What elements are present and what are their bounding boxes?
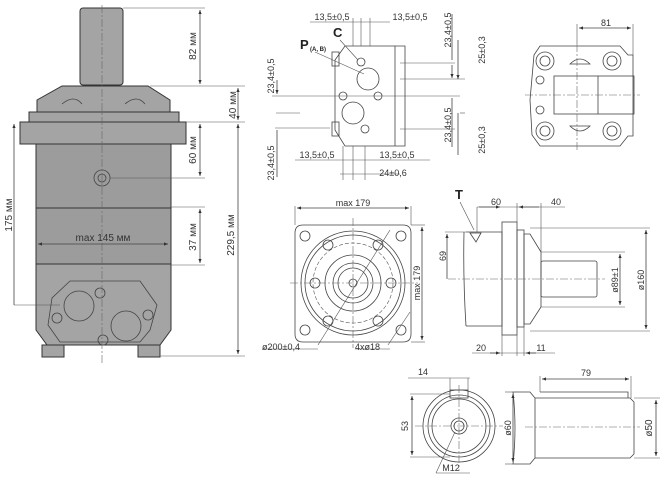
dim-collar-diameter: ø60 (503, 420, 513, 436)
dim-shaft-diameter: ø50 (644, 419, 655, 437)
shaft-side-view: 79 ø60 ø50 (503, 368, 660, 465)
dim-left-lower: 23,4±0,5 (266, 146, 276, 181)
dim-body-section: 37 мм (188, 223, 199, 251)
dim-top-right-offset: 13,5±0,5 (393, 12, 428, 22)
mounting-flange-cone (36, 85, 171, 113)
output-shaft (79, 7, 124, 86)
dim-flange-diameter: ø160 (636, 270, 646, 291)
dim-height-69: 69 (438, 251, 448, 261)
motor-body-lower (35, 207, 172, 265)
dim-top-left-offset: 13,5±0,5 (315, 12, 350, 22)
dim-height-53: 53 (400, 421, 410, 431)
dim-thread: M12 (442, 463, 460, 473)
dim-flange-height: 40 мм (228, 91, 239, 119)
dim-distance-11: 11 (536, 343, 545, 353)
port-b (110, 310, 142, 342)
motor-body (35, 143, 172, 209)
dim-right-lower: 23,4±0,5 (443, 108, 453, 143)
dim-bolt-circle: ø200±0,4 (262, 342, 300, 352)
dim-total-height: 229,5 мм (226, 214, 237, 256)
dim-flange-max-width: max 179 (336, 198, 371, 208)
label-p-sub: (A, B) (310, 47, 326, 53)
dim-far-right-upper: 25±0,3 (477, 36, 487, 63)
dim-shaft-length-79: 79 (581, 368, 591, 378)
dim-bottom-left-offset: 13,5±0,5 (300, 150, 335, 160)
port-view: P (A, B) C 13,5±0,5 13,5±0,5 13,5±0,5 13… (266, 12, 487, 180)
dim-shaft-length: 82 мм (188, 32, 199, 60)
dim-distance-20: 20 (476, 343, 486, 353)
mounting-flange (19, 121, 187, 145)
dim-port-height: 175 мм (4, 198, 15, 231)
profile-view: T 60 40 69 ø89±1 ø160 20 11 (438, 187, 650, 356)
dim-max-width: max 145 мм (76, 233, 131, 244)
dim-left-upper: 23,4±0,5 (266, 59, 276, 94)
dim-distance-60: 60 (491, 197, 501, 207)
dim-far-right-lower: 25±0,3 (477, 126, 487, 153)
dim-flange-max-height: max 179 (412, 266, 422, 301)
shaft-end-view: 14 53 M12 (400, 367, 503, 474)
dim-bottom-right-offset: 13,5±0,5 (380, 150, 415, 160)
top-view: 81 (525, 18, 640, 150)
dim-right-upper: 23,4±0,5 (443, 13, 453, 48)
port-a (63, 290, 95, 322)
label-t: T (455, 187, 463, 202)
port-block (35, 263, 172, 346)
dim-distance-40: 40 (551, 197, 561, 207)
dim-top-width: 81 (601, 18, 611, 28)
dim-key-width: 14 (418, 367, 428, 377)
dim-pilot-diameter: ø89±1 (610, 267, 620, 292)
dim-port-to-flange: 60 мм (188, 136, 199, 164)
dim-mounting-holes: 4xø18 (355, 342, 380, 352)
flange-ring (28, 111, 180, 123)
label-p: P (300, 37, 309, 52)
label-c: C (333, 25, 343, 40)
dim-bottom-distance: 24±0,6 (379, 168, 406, 178)
motor-side-view: 82 мм 40 мм 60 мм 37 мм 229,5 мм 175 мм … (4, 5, 245, 365)
flange-front-view: max 179 max 179 ø200±0,4 4xø18 (262, 198, 425, 352)
